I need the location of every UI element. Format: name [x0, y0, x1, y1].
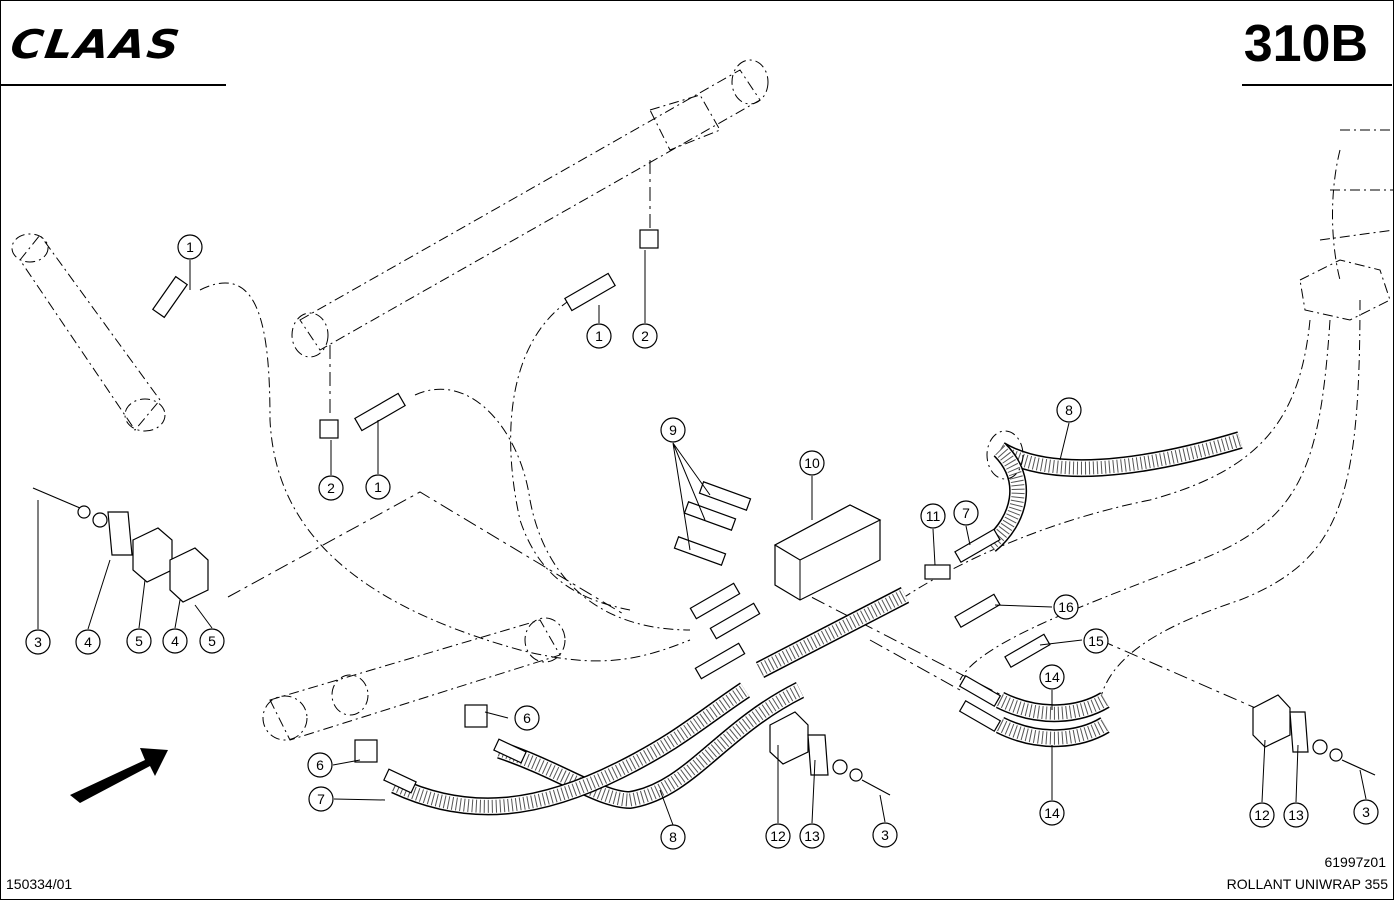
callout-10: 10: [799, 450, 825, 476]
callout-label: 12: [770, 828, 786, 844]
callout-1c: 1: [365, 474, 391, 500]
callout-13a: 13: [799, 823, 825, 849]
header-rule-left: [0, 84, 226, 86]
callout-9: 9: [660, 417, 686, 443]
clamp-hardware: [32, 487, 1376, 796]
callout-15: 15: [1083, 628, 1109, 654]
callout-label: 1: [595, 328, 603, 344]
fittings: [151, 229, 1051, 794]
callout-label: 6: [523, 710, 531, 726]
phantom-cylinder-lower: [262, 617, 566, 741]
callout-label: 14: [1044, 805, 1060, 821]
phantom-cylinder-upper: [291, 59, 769, 358]
phantom-valve-bank: [1299, 129, 1394, 321]
callout-12b: 12: [1249, 802, 1275, 828]
callout-4b: 4: [162, 628, 188, 654]
hose-diagonal: [755, 587, 910, 678]
hose-7-upper: [983, 443, 1028, 552]
callout-6b: 6: [307, 752, 333, 778]
callout-2a: 2: [632, 323, 658, 349]
callout-label: 13: [804, 828, 820, 844]
callout-label: 2: [327, 480, 335, 496]
callout-label: 13: [1288, 807, 1304, 823]
callout-6a: 6: [514, 705, 540, 731]
callout-label: 7: [317, 791, 325, 807]
callout-label: 8: [669, 829, 677, 845]
callout-label: 6: [316, 757, 324, 773]
document-reference: 150334/01: [6, 876, 73, 892]
callout-label: 5: [208, 633, 216, 649]
phantom-cylinder-left: [11, 233, 166, 432]
callout-5a: 5: [126, 628, 152, 654]
callout-label: 14: [1044, 669, 1060, 685]
hose-14-a: [995, 691, 1110, 723]
callout-1a: 1: [177, 234, 203, 260]
callout-label: 1: [186, 239, 194, 255]
callout-8a: 8: [660, 824, 686, 850]
callout-label: 4: [84, 634, 92, 650]
callout-label: 10: [804, 455, 820, 471]
callout-label: 2: [641, 328, 649, 344]
hose-8-lower: [497, 681, 805, 810]
callout-13b: 13: [1283, 802, 1309, 828]
callout-label: 7: [962, 505, 970, 521]
callout-label: 12: [1254, 807, 1270, 823]
callout-5b: 5: [199, 628, 225, 654]
callout-leaders: [37, 250, 1367, 826]
distribution-block-10: [773, 504, 882, 601]
callout-12a: 12: [765, 823, 791, 849]
phantom-hose-routes: [199, 282, 1361, 701]
sheet-number: 310B: [1243, 15, 1368, 73]
callout-label: 11: [926, 508, 941, 524]
hoses: [391, 430, 1243, 816]
callout-3c: 3: [1353, 799, 1379, 825]
figure-reference: 61997z01: [1324, 854, 1386, 870]
callout-label: 8: [1065, 402, 1073, 418]
callout-label: 3: [881, 827, 889, 843]
callout-16: 16: [1053, 594, 1079, 620]
machine-model: ROLLANT UNIWRAP 355: [1226, 876, 1388, 892]
callout-3a: 3: [25, 629, 51, 655]
callout-7b: 7: [953, 500, 979, 526]
direction-arrow-icon: [70, 748, 168, 803]
callout-4a: 4: [75, 629, 101, 655]
callout-2b: 2: [318, 475, 344, 501]
callout-14b: 14: [1039, 800, 1065, 826]
header-rule-right: [1242, 84, 1392, 86]
hose-7-lower: [391, 682, 750, 816]
hose-end-phantom: [986, 430, 1024, 480]
callout-label: 16: [1058, 599, 1074, 615]
assembly-centre-lines: [227, 160, 1261, 716]
callout-3b: 3: [872, 822, 898, 848]
callout-label: 9: [669, 422, 677, 438]
callout-label: 3: [34, 634, 42, 650]
callout-label: 5: [135, 633, 143, 649]
callout-8b: 8: [1056, 397, 1082, 423]
callout-11: 11: [920, 503, 946, 529]
callout-label: 3: [1362, 804, 1370, 820]
callout-7a: 7: [308, 786, 334, 812]
callout-14a: 14: [1039, 664, 1065, 690]
callout-1b: 1: [586, 323, 612, 349]
hose-14-b: [995, 716, 1110, 748]
hose-8-upper: [995, 431, 1243, 478]
callout-label: 1: [374, 479, 382, 495]
callout-label: 15: [1088, 633, 1104, 649]
callout-label: 4: [171, 633, 179, 649]
